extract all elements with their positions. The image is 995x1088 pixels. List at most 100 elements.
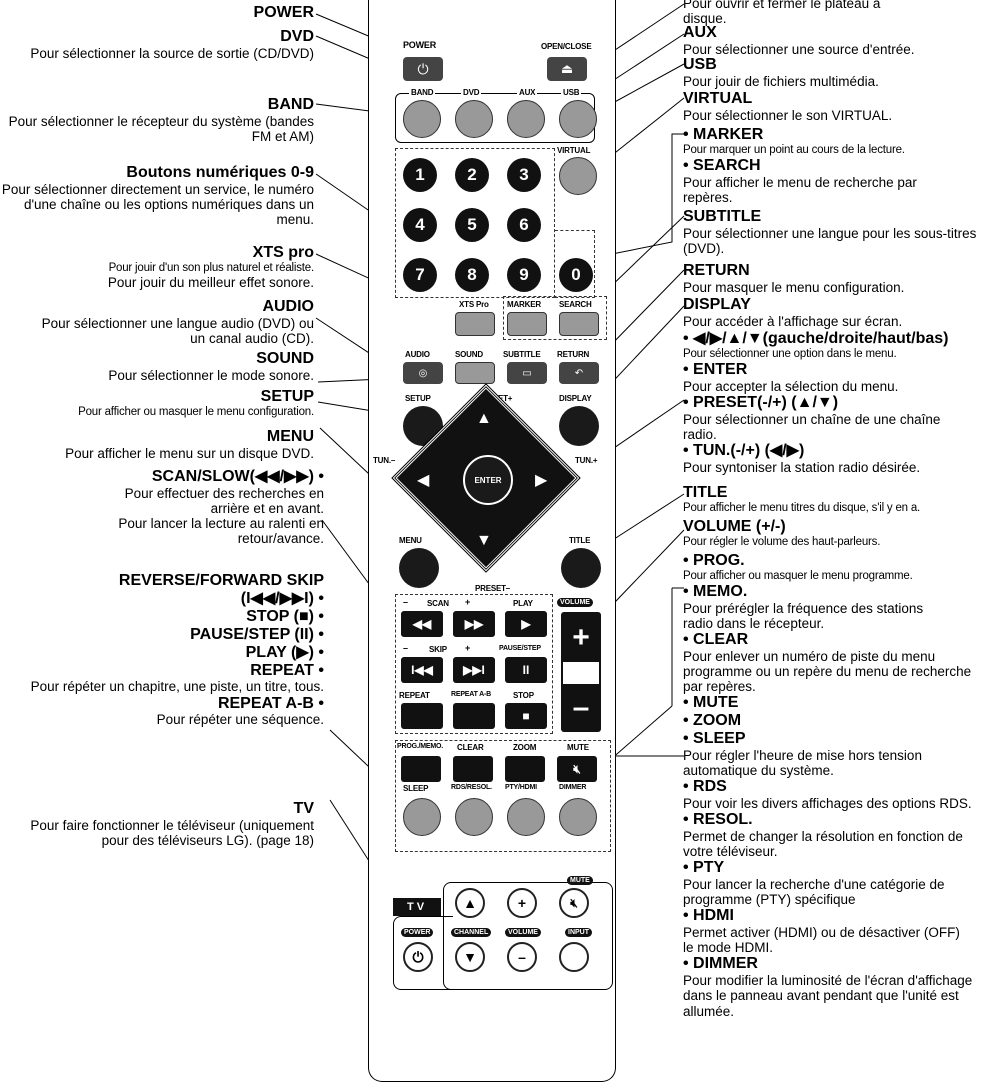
volume-up-button[interactable]: + xyxy=(561,616,601,660)
channel-down-button[interactable]: ▼ xyxy=(455,942,485,972)
mute-button[interactable]: 🔇︎ xyxy=(557,756,597,782)
annotation-navigation: ◀/▶/▲/▼(gauche/droite/haut/bas) Pour sél… xyxy=(683,330,963,475)
pause-step-label: PAUSE/STEP xyxy=(499,645,541,652)
left-arrow-icon[interactable]: ◀ xyxy=(417,470,429,490)
skip-back-button[interactable]: I◀◀ xyxy=(401,657,443,683)
annotation-heading: STOP (■) xyxy=(0,608,324,626)
down-arrow-icon[interactable]: ▼ xyxy=(476,532,492,550)
remote-control: POWER ⏻ OPEN/CLOSE ⏏ BAND DVD AUX USB 1 … xyxy=(368,0,616,1082)
annotation-desc: Pour sélectionner la source de sortie (C… xyxy=(0,46,314,61)
digit-2-button[interactable]: 2 xyxy=(455,158,489,192)
annotation-marker-search: MARKER Pour marquer un point au cours de… xyxy=(683,126,943,205)
prog-memo-label: PROG./MEMO. xyxy=(397,743,443,750)
annotation-desc: Pour jouir de fichiers multimédia. xyxy=(683,74,879,89)
return-button[interactable]: ↶ xyxy=(559,362,599,384)
band-button[interactable] xyxy=(403,100,441,138)
channel-up-button[interactable]: ▲ xyxy=(455,888,485,918)
prog-memo-button[interactable] xyxy=(401,756,441,782)
annotation-heading: REPEAT xyxy=(0,662,324,680)
sound-label: SOUND xyxy=(455,350,483,359)
scan-forward-button[interactable]: ▶▶ xyxy=(453,611,495,637)
digit-5-button[interactable]: 5 xyxy=(455,208,489,242)
search-label: SEARCH xyxy=(559,300,592,309)
annotation-heading: MEMO. xyxy=(683,583,983,601)
virtual-button[interactable] xyxy=(559,157,597,195)
scan-back-button[interactable]: ◀◀ xyxy=(401,611,443,637)
annotation-heading: CLEAR xyxy=(683,631,983,649)
aux-button[interactable] xyxy=(507,100,545,138)
annotation-skip: REVERSE/FORWARD SKIP (I◀◀/▶▶I) STOP (■) … xyxy=(0,572,324,728)
skip-forward-button[interactable]: ▶▶I xyxy=(453,657,495,683)
rds-resol-button[interactable] xyxy=(455,798,493,836)
usb-button[interactable] xyxy=(559,100,597,138)
annotation-desc: Pour sélectionner une source d'entrée. xyxy=(683,42,914,57)
open-close-button[interactable]: ⏏ xyxy=(547,57,587,81)
annotation-desc: Pour voir les divers affichages des opti… xyxy=(683,796,973,811)
title-button[interactable] xyxy=(561,548,601,588)
repeat-ab-button[interactable] xyxy=(453,703,495,729)
annotation-desc: Pour lancer la lecture au ralenti en ret… xyxy=(0,516,324,546)
dvd-button[interactable] xyxy=(455,100,493,138)
annotation-return: RETURN Pour masquer le menu configuratio… xyxy=(683,262,904,295)
right-arrow-icon[interactable]: ▶ xyxy=(535,470,547,490)
annotation-desc: Pour lancer la recherche d'une catégorie… xyxy=(683,877,983,907)
annotation-heading: ZOOM xyxy=(683,712,983,730)
annotation-heading: Boutons numériques 0-9 xyxy=(0,164,314,182)
annotation-menu: MENU Pour afficher le menu sur un disque… xyxy=(0,428,314,461)
xts-pro-button[interactable] xyxy=(455,312,495,336)
tv-volume-up-button[interactable]: + xyxy=(507,888,537,918)
annotation-desc: Pour afficher ou masquer le menu configu… xyxy=(0,406,314,419)
sleep-button[interactable] xyxy=(403,798,441,836)
pty-hdmi-label: PTY/HDMI xyxy=(505,784,537,791)
input-button[interactable] xyxy=(559,942,589,972)
power-label: POWER xyxy=(403,40,436,50)
digit-6-button[interactable]: 6 xyxy=(507,208,541,242)
search-button[interactable] xyxy=(559,312,599,336)
pty-hdmi-button[interactable] xyxy=(507,798,545,836)
sound-button[interactable] xyxy=(455,362,495,384)
zoom-label: ZOOM xyxy=(513,743,536,752)
up-arrow-icon[interactable]: ▲ xyxy=(476,410,492,428)
digit-4-button[interactable]: 4 xyxy=(403,208,437,242)
annotation-heading: SOUND xyxy=(0,350,314,368)
digit-1-button[interactable]: 1 xyxy=(403,158,437,192)
stop-button[interactable]: ■ xyxy=(505,703,547,729)
tv-power-button[interactable]: ⏻ xyxy=(403,942,433,972)
digit-8-button[interactable]: 8 xyxy=(455,258,489,292)
power-button[interactable]: ⏻ xyxy=(403,57,443,81)
annotation-desc: Pour syntoniser la station radio désirée… xyxy=(683,460,963,475)
display-button[interactable] xyxy=(559,406,599,446)
dimmer-button[interactable] xyxy=(559,798,597,836)
annotation-desc: Permet de changer la résolution en fonct… xyxy=(683,829,973,859)
digit-7-button[interactable]: 7 xyxy=(403,258,437,292)
return-icon: ↶ xyxy=(575,368,583,379)
menu-button[interactable] xyxy=(399,548,439,588)
digit-3-button[interactable]: 3 xyxy=(507,158,541,192)
clear-button[interactable] xyxy=(453,756,493,782)
pause-step-button[interactable]: II xyxy=(505,657,547,683)
repeat-button[interactable] xyxy=(401,703,443,729)
power-icon: ⏻ xyxy=(417,61,428,78)
subtitle-button[interactable]: ▭ xyxy=(507,362,547,384)
annotation-desc: Pour afficher ou masquer le menu program… xyxy=(683,570,983,583)
power-icon: ⏻ xyxy=(412,949,423,966)
annotation-desc: Pour régler le volume des haut-parleurs. xyxy=(683,536,880,549)
skip-forward-icon: ▶▶I xyxy=(463,663,485,677)
annotation-virtual: VIRTUAL Pour sélectionner le son VIRTUAL… xyxy=(683,90,892,123)
play-button[interactable]: ▶ xyxy=(505,611,547,637)
stop-icon: ■ xyxy=(522,709,529,723)
volume-down-button[interactable]: – xyxy=(561,686,601,730)
digit-9-button[interactable]: 9 xyxy=(507,258,541,292)
scan-label: SCAN xyxy=(427,599,449,608)
audio-button[interactable]: ◎ xyxy=(403,362,443,384)
marker-button[interactable] xyxy=(507,312,547,336)
zoom-button[interactable] xyxy=(505,756,545,782)
tv-volume-down-button[interactable]: – xyxy=(507,942,537,972)
annotation-heading: AUDIO xyxy=(0,298,314,316)
annotation-tv: TV Pour faire fonctionner le téléviseur … xyxy=(0,800,314,848)
tv-mute-button[interactable]: 🔇︎ xyxy=(559,888,589,918)
digit-0-button[interactable]: 0 xyxy=(559,258,593,292)
annotation-heading: PRESET(-/+) (▲/▼) xyxy=(683,394,963,412)
annotation-open-close: Pour ouvrir et fermer le plateau à disqu… xyxy=(683,0,883,26)
enter-button[interactable]: ENTER xyxy=(463,455,513,505)
